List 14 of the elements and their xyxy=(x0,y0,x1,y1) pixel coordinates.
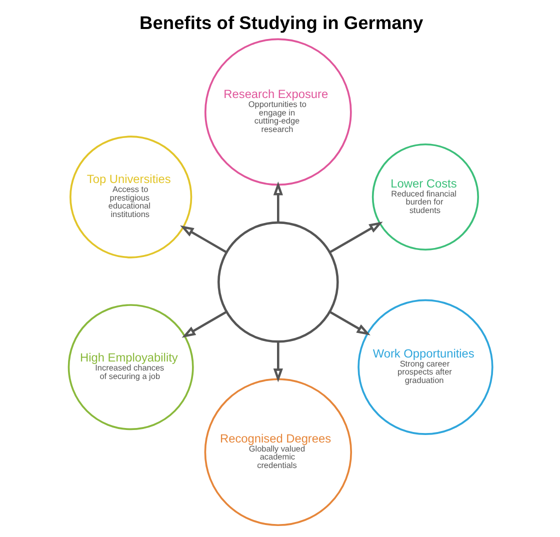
node-circle: Research Exposure Opportunities to engage in cutting-edge research xyxy=(204,38,352,186)
arrow xyxy=(329,311,370,336)
node-circle: Top Universities Access to prestigious educational institutions xyxy=(69,136,192,258)
node-circle: Work Opportunities Strong career prospects after graduation xyxy=(357,299,493,435)
node-circle xyxy=(217,221,338,343)
node-circle: High Employability Increased chances of securing a job xyxy=(67,304,194,430)
arrow xyxy=(181,311,226,338)
arrow xyxy=(180,225,226,254)
arrow xyxy=(272,342,282,382)
node-circle: Recognised Degrees Globally valued academic credentials xyxy=(204,378,352,526)
node-circle: Lower Costs Reduced financial burden for students xyxy=(371,143,479,251)
arrow xyxy=(329,222,382,254)
arrow xyxy=(272,182,282,222)
diagram-title: Benefits of Studying in Germany xyxy=(139,12,423,34)
